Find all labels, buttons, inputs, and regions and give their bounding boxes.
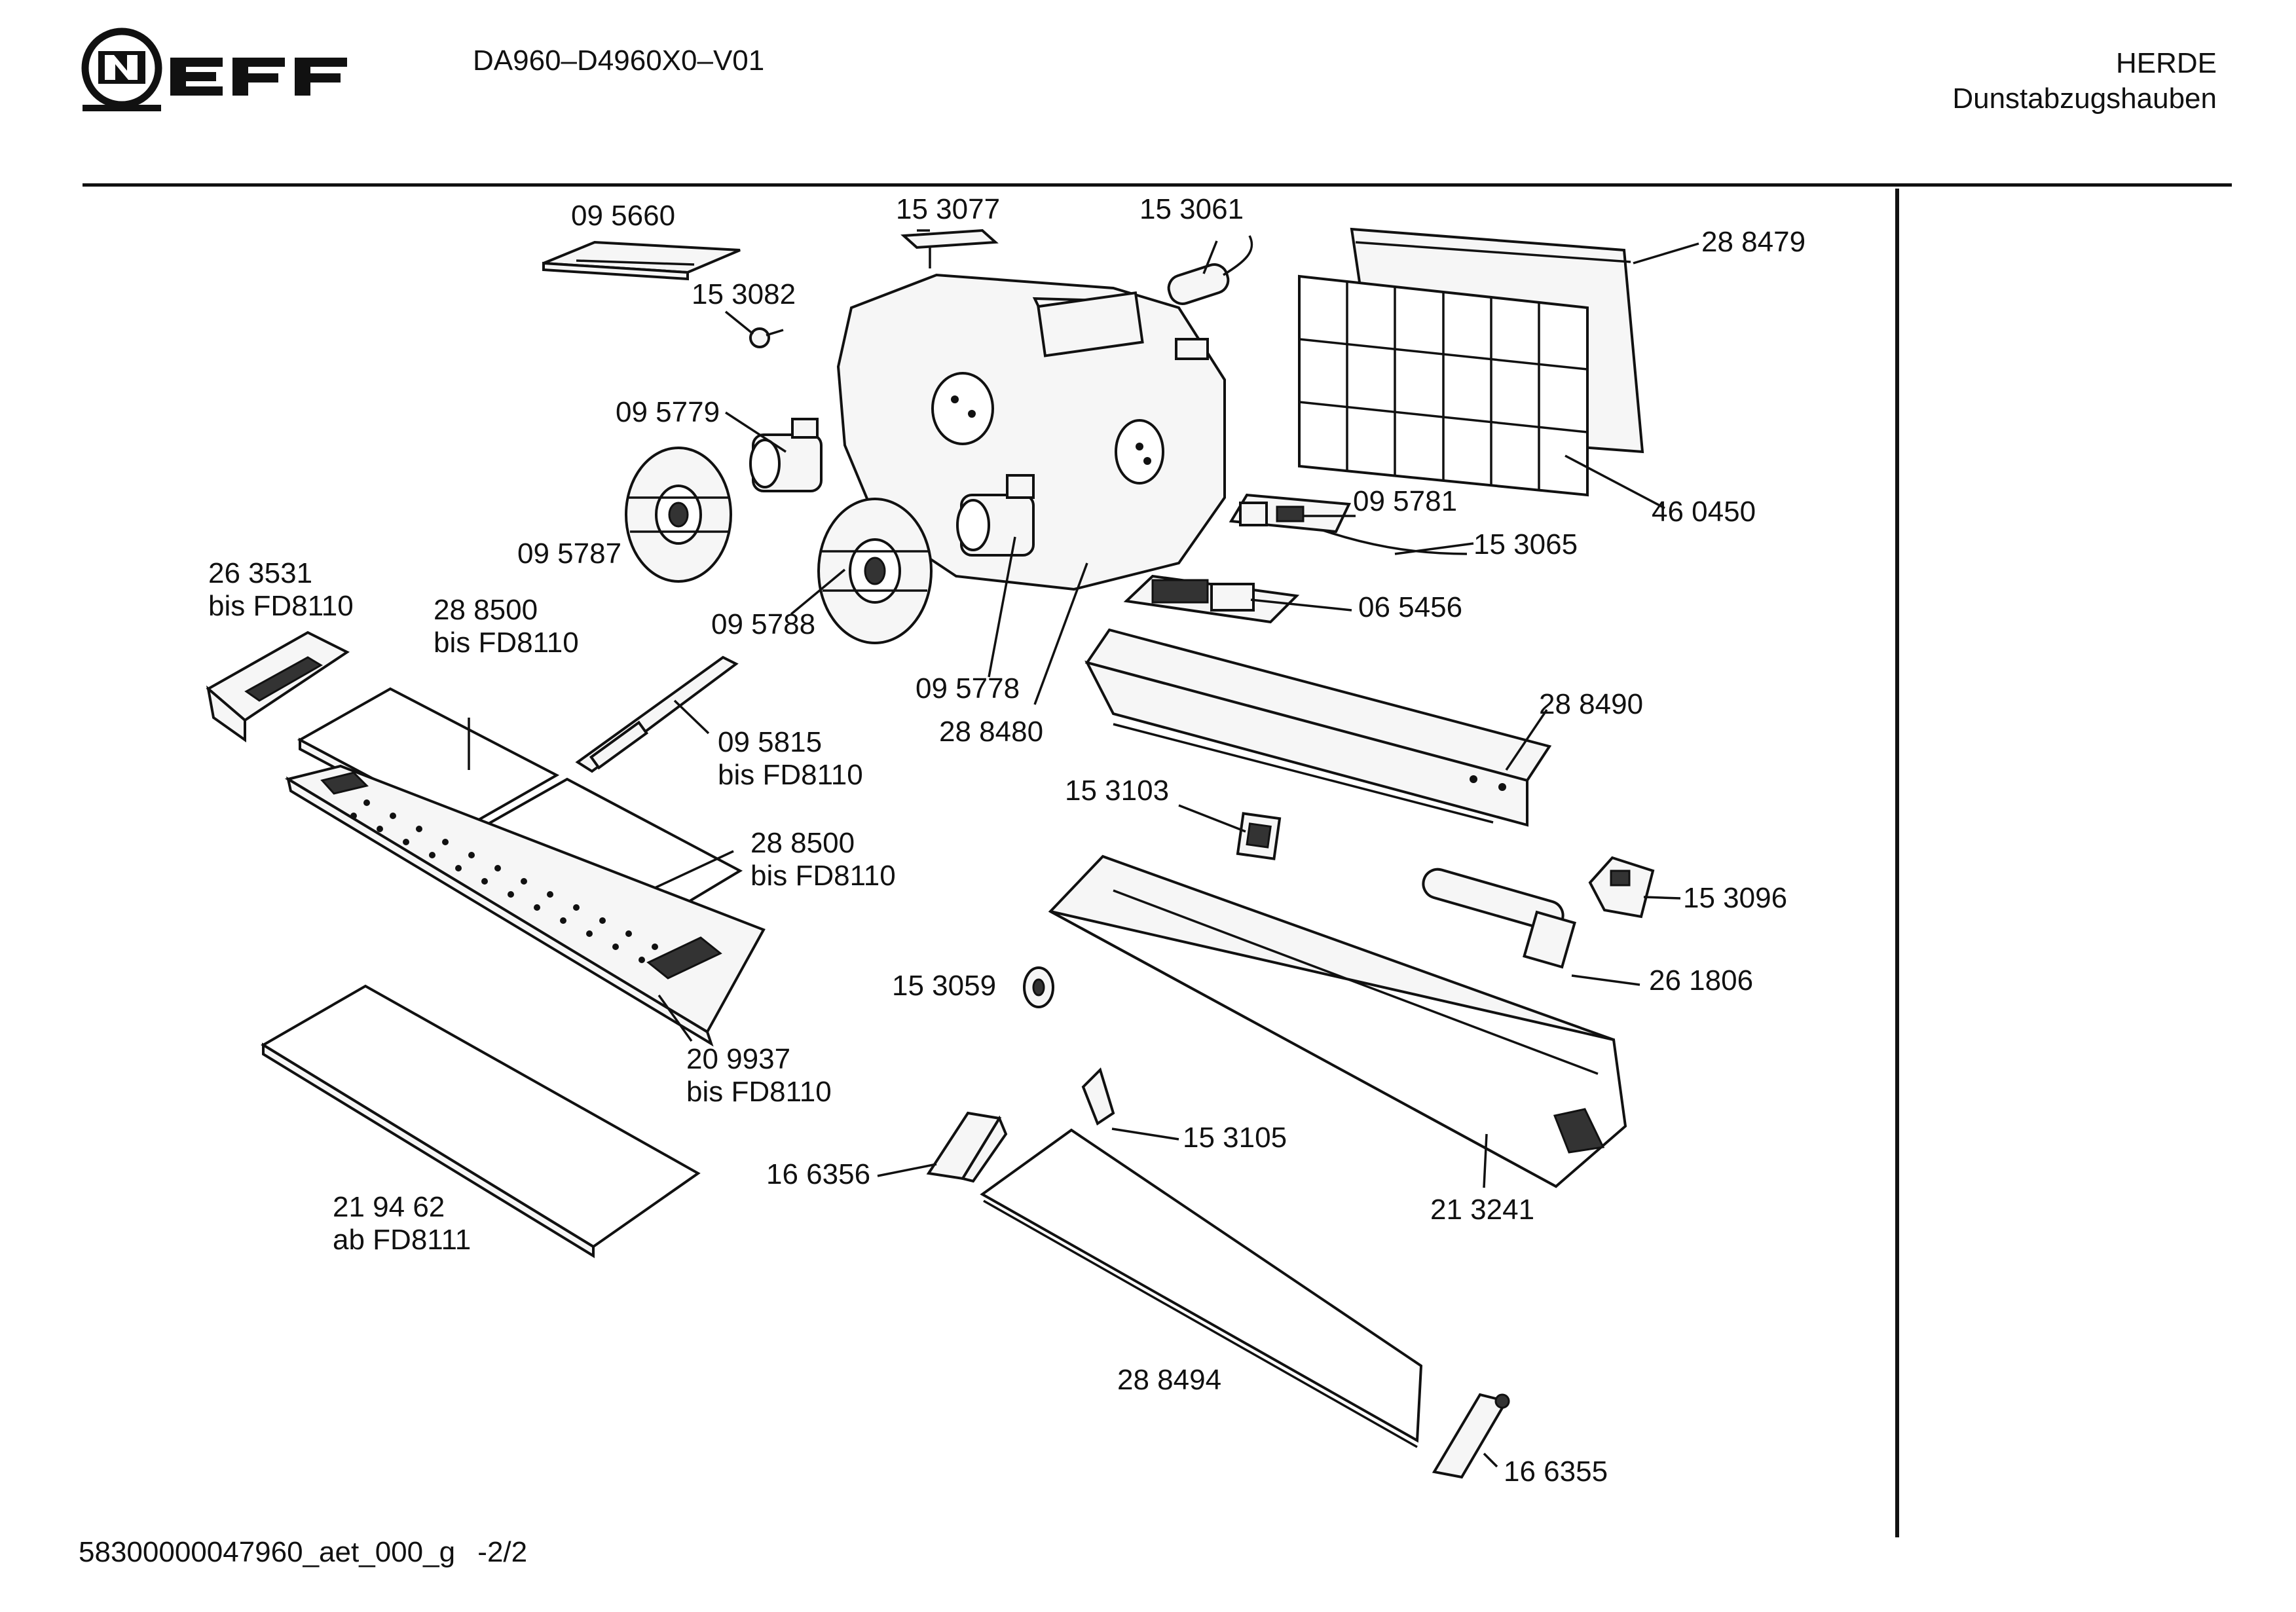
part-label-153059: 15 3059 <box>892 970 996 1002</box>
part-label-209937: 20 9937 <box>686 1043 790 1075</box>
part-note-263531: bis FD8110 <box>208 590 354 622</box>
part-label-153077: 15 3077 <box>896 193 1000 225</box>
part-shape-095787 <box>625 447 732 583</box>
part-label-065456: 06 5456 <box>1358 591 1462 623</box>
part-label-288480: 28 8480 <box>939 716 1043 748</box>
model-code: DA960–D4960X0–V01 <box>473 45 765 77</box>
part-note-288500a: bis FD8110 <box>434 627 579 659</box>
part-label-219462: 21 94 62 <box>333 1191 445 1223</box>
part-shape-153077 <box>900 229 999 268</box>
part-shape-095779 <box>749 418 823 492</box>
part-label-166356: 16 6356 <box>766 1158 870 1190</box>
part-shape-261806 <box>1422 868 1576 969</box>
part-shape-095815 <box>575 655 739 773</box>
part-shape-219462 <box>261 984 701 1258</box>
part-label-288490: 28 8490 <box>1539 688 1643 720</box>
part-label-261806: 26 1806 <box>1649 964 1753 997</box>
part-shape-460450 <box>1298 274 1589 497</box>
part-shape-209937 <box>284 764 766 1047</box>
part-shape-153096 <box>1588 856 1655 919</box>
part-label-153065: 15 3065 <box>1473 528 1578 560</box>
part-shape-153105 <box>1081 1067 1115 1126</box>
document-id: 58300000047960_aet_000_g <box>79 1536 456 1568</box>
neff-logo <box>81 27 347 111</box>
part-label-288494: 28 8494 <box>1117 1364 1221 1396</box>
part-label-288500b: 28 8500 <box>750 827 855 859</box>
footer: 58300000047960_aet_000_g -2/2 <box>79 1536 527 1569</box>
part-shape-095781 <box>1229 493 1352 534</box>
part-note-209937: bis FD8110 <box>686 1076 832 1108</box>
part-shape-288480 <box>836 273 1226 591</box>
part-shape-288490 <box>1084 628 1552 827</box>
part-label-153105: 15 3105 <box>1183 1122 1287 1154</box>
part-label-095788: 09 5788 <box>711 608 815 640</box>
part-shape-095788 <box>817 498 933 644</box>
part-shape-166356 <box>926 1111 1008 1183</box>
part-shape-095660 <box>542 240 741 281</box>
part-label-153096: 15 3096 <box>1683 882 1787 914</box>
leader-lines <box>468 229 1699 1468</box>
category-line-2: Dunstabzugshauben <box>1952 82 2217 115</box>
part-shape-065456 <box>1123 574 1300 624</box>
part-label-288500a: 28 8500 <box>434 594 538 626</box>
part-shape-288494 <box>980 1128 1423 1448</box>
part-label-095660: 09 5660 <box>571 200 675 232</box>
part-label-288479: 28 8479 <box>1701 226 1805 258</box>
part-shape-263531 <box>206 631 350 742</box>
part-label-153061: 15 3061 <box>1139 193 1244 225</box>
part-label-095815: 09 5815 <box>718 726 822 758</box>
part-label-153082: 15 3082 <box>692 278 796 310</box>
part-note-095815: bis FD8110 <box>718 759 863 791</box>
part-label-095781: 09 5781 <box>1353 485 1457 517</box>
part-note-288500b: bis FD8110 <box>750 860 896 892</box>
header-rule <box>83 183 2232 187</box>
part-labels: 09 5660 15 3077 15 3061 28 8479 15 3082 … <box>208 193 1805 1488</box>
part-label-095787: 09 5787 <box>517 538 621 570</box>
part-shape-166355 <box>1432 1393 1510 1479</box>
side-rule <box>1895 189 1899 1537</box>
part-shape-153065 <box>1322 529 1468 555</box>
part-label-095779: 09 5779 <box>616 396 720 428</box>
category-line-1: HERDE <box>2115 47 2217 79</box>
part-label-166355: 16 6355 <box>1504 1456 1608 1488</box>
part-shape-153103 <box>1236 812 1282 860</box>
part-label-263531: 26 3531 <box>208 557 312 589</box>
part-shape-153082 <box>749 327 784 348</box>
part-shape-213241 <box>1048 854 1627 1188</box>
part-label-460450: 46 0450 <box>1652 496 1756 528</box>
category-header: HERDE Dunstabzugshauben <box>1952 46 2217 117</box>
part-shape-153061 <box>1167 235 1253 305</box>
part-shape-153059 <box>1023 966 1054 1008</box>
part-note-219462: ab FD8111 <box>333 1224 471 1256</box>
part-label-095778: 09 5778 <box>916 672 1020 705</box>
part-label-153103: 15 3103 <box>1065 775 1169 807</box>
part-label-213241: 21 3241 <box>1430 1194 1534 1226</box>
page-number: -2/2 <box>477 1536 528 1568</box>
